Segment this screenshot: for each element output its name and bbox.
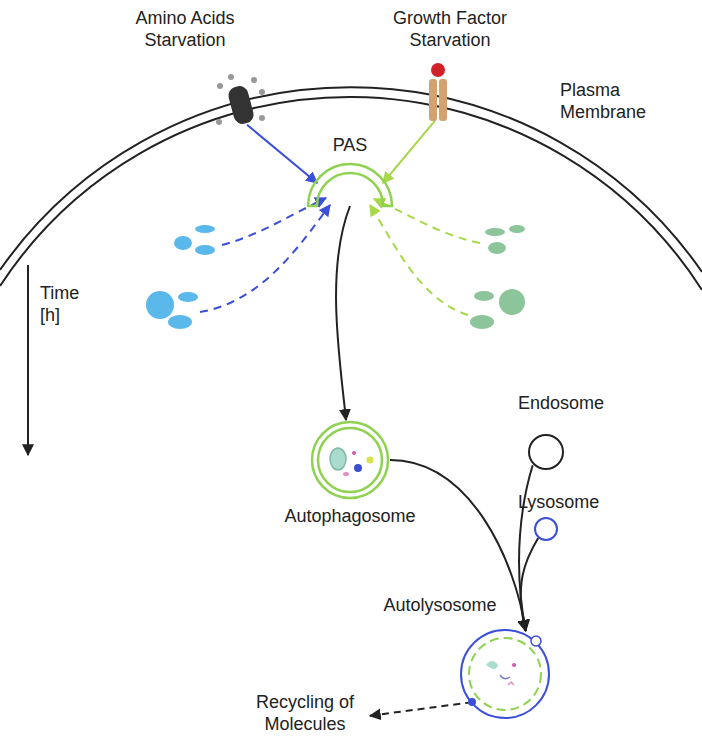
connector-arrow [336,206,350,420]
connector-arrow [383,120,436,183]
blue-vesicles [146,225,215,329]
vesicle-arrows [200,198,480,315]
lysosome: Lysosome [518,492,608,542]
membrane-label: Plasma Membrane [560,80,670,123]
node-label: Autophagosome [280,506,420,528]
amino-acid-dots [216,74,265,125]
time-label: Time [h] [40,283,90,326]
connector-arrow [521,538,538,631]
phagophore-shape [303,158,397,208]
plasma-membrane-inner [0,97,702,290]
node-label: Growth Factor Starvation [385,8,515,51]
recycling-label: Recycling of Molecules [240,692,370,735]
autolysosome: Autolysosome [375,595,552,721]
node-label: Amino Acids Starvation [115,8,255,51]
connector-arrow [370,702,472,716]
green-vesicles [470,225,525,329]
amino-acid-transporter-shape [226,83,256,127]
growth-factor-receptor-shape [425,62,451,122]
autolysosome-shape [458,627,552,721]
endosome: Endosome [518,393,618,471]
connector-arrow [247,125,317,183]
phagophore: PAS [303,135,397,208]
node-label: Lysosome [518,492,608,514]
amino-acid-transporter: Amino Acids Starvation [115,8,256,127]
autophagosome-shape [310,420,390,500]
node-label: PAS [320,135,380,157]
lysosome-shape [533,516,559,542]
growth-factor-receptor: Growth Factor Starvation [385,8,515,122]
time-arrow [27,265,29,455]
autophagosome: Autophagosome [280,420,420,528]
endosome-shape [527,433,565,471]
node-label: Recycling of Molecules [240,692,370,735]
node-label: Endosome [518,393,618,415]
node-label: Autolysosome [375,595,505,617]
